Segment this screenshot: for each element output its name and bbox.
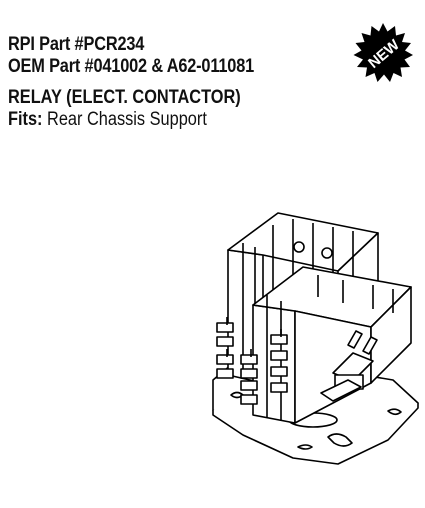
rpi-part-number: RPI Part #PCR234 xyxy=(8,34,145,55)
coil-terminals xyxy=(320,330,378,402)
fits-line: Fits: Rear Chassis Support xyxy=(8,109,300,131)
terminal-tabs xyxy=(216,317,288,405)
new-badge-icon: NEW xyxy=(353,23,413,82)
part-title: RELAY (ELECT. CONTACTOR) xyxy=(8,87,241,108)
relay-contactor-drawing-icon xyxy=(212,212,419,465)
oem-part-number: OEM Part #041002 & A62-011081 xyxy=(8,56,255,77)
fits-label: Fits: xyxy=(8,109,43,130)
part-header: RPI Part #PCR234 OEM Part #041002 & A62-… xyxy=(8,34,348,131)
fits-value: Rear Chassis Support xyxy=(42,109,207,130)
starburst-shape xyxy=(353,23,413,82)
